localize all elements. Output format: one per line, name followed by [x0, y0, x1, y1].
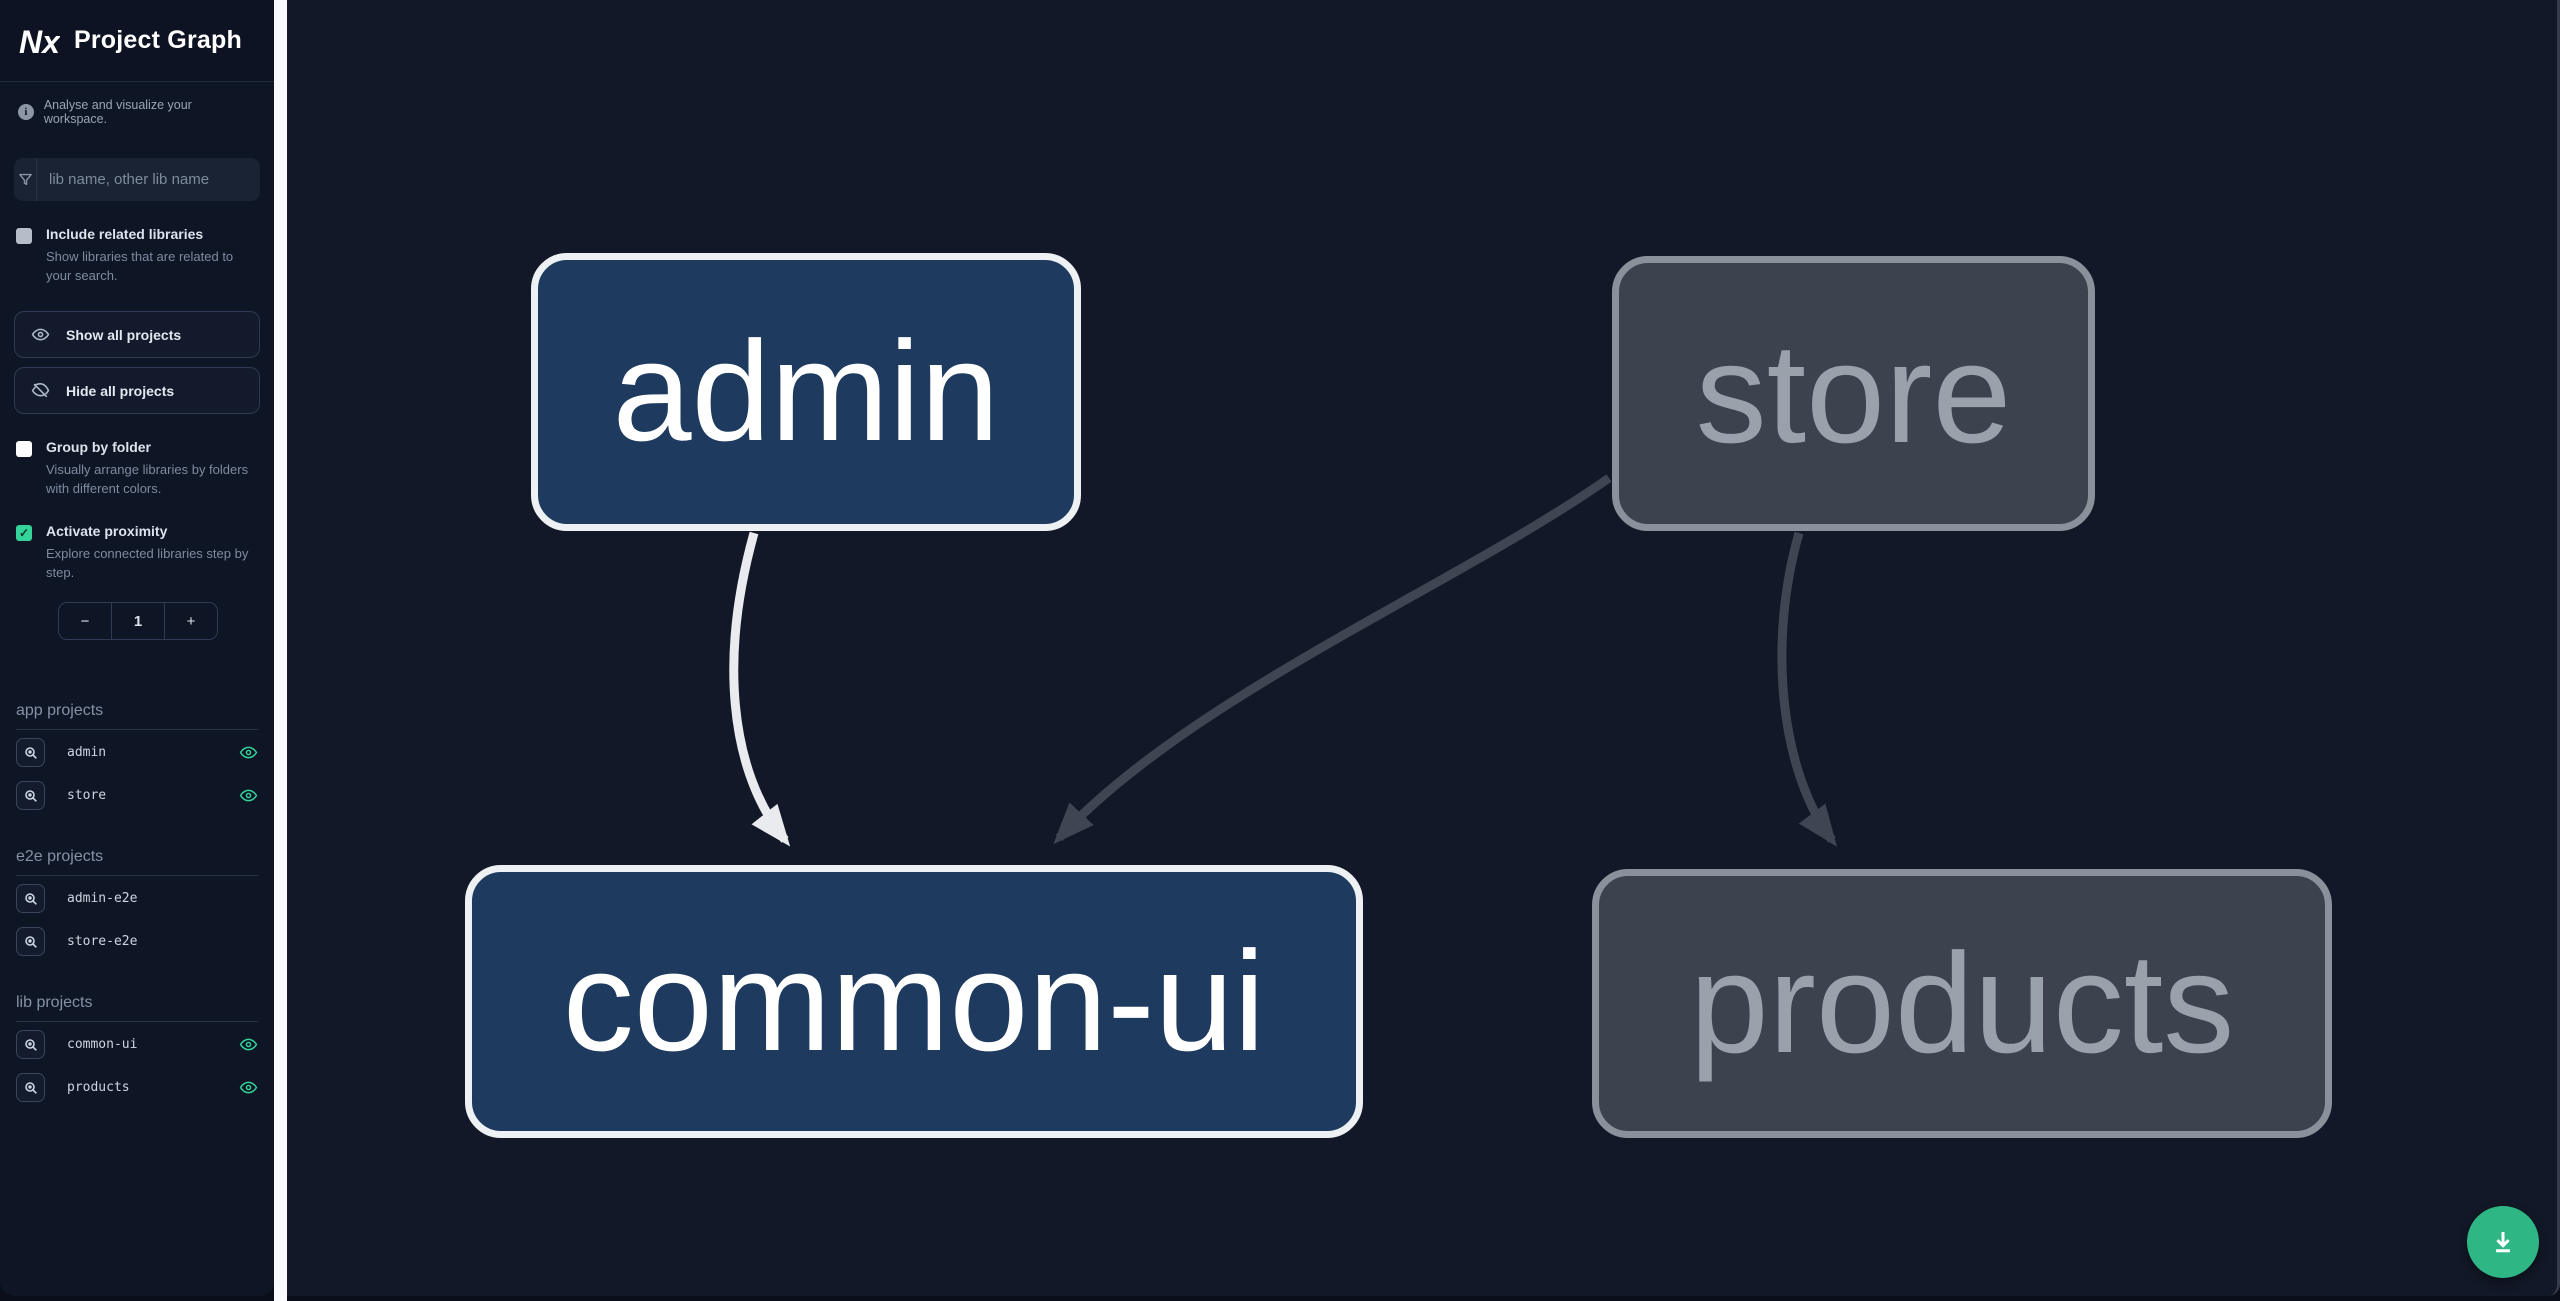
option-activate-proximity[interactable]: ✓ Activate proximity Explore connected l… — [0, 522, 274, 582]
checkbox-group-by-folder[interactable] — [16, 441, 32, 457]
option-description: Show libraries that are related to your … — [46, 249, 234, 283]
focus-project-button[interactable] — [16, 927, 45, 956]
graph-node-admin[interactable]: admin — [531, 253, 1081, 531]
checkbox-include-related[interactable] — [16, 228, 32, 244]
graph-node-store[interactable]: store — [1612, 256, 2095, 531]
project-row-store-e2e: store-e2e — [0, 921, 274, 962]
graph-node-common-ui[interactable]: common-ui — [465, 865, 1363, 1138]
node-label: admin — [612, 312, 1000, 471]
section-e2e-projects: e2e projects admin-e2e store-e2e — [0, 848, 274, 962]
project-row-admin: admin — [0, 732, 274, 773]
toggle-visibility-eye-icon[interactable] — [239, 1035, 258, 1054]
project-name: store — [67, 788, 107, 803]
svg-text:Nx: Nx — [19, 24, 60, 60]
dependency-edges — [729, 474, 1837, 847]
focus-project-button[interactable] — [16, 884, 45, 913]
option-description: Explore connected libraries step by step… — [46, 546, 249, 580]
project-row-admin-e2e: admin-e2e — [0, 878, 274, 919]
node-label: common-ui — [562, 921, 1266, 1081]
graph-canvas[interactable]: admin store common-ui products — [287, 0, 2560, 1296]
nx-logo: Nx — [19, 24, 60, 60]
option-include-related[interactable]: Include related libraries Show libraries… — [0, 225, 274, 285]
filter-funnel-icon — [14, 158, 37, 201]
eye-off-icon — [31, 382, 50, 398]
option-label: Activate proximity — [46, 523, 168, 539]
proximity-stepper: − 1 + — [58, 602, 218, 640]
project-name: products — [67, 1080, 130, 1095]
section-title: lib projects — [16, 994, 258, 1022]
project-name: store-e2e — [67, 934, 138, 949]
toggle-visibility-eye-icon[interactable] — [239, 1078, 258, 1097]
download-graph-button[interactable] — [2467, 1206, 2539, 1278]
sidebar: Nx Project Graph i Analyse and visualize… — [0, 0, 274, 1296]
section-lib-projects: lib projects common-ui — [0, 994, 274, 1108]
project-row-products: products — [0, 1067, 274, 1108]
workspace-subtitle-row: i Analyse and visualize your workspace. — [0, 82, 274, 132]
proximity-increment-button[interactable]: + — [186, 612, 196, 630]
hide-all-label: Hide all projects — [66, 382, 175, 399]
project-row-store: store — [0, 775, 274, 816]
section-title: e2e projects — [16, 848, 258, 876]
toggle-visibility-eye-icon[interactable] — [239, 743, 258, 762]
edge-store-common-ui[interactable] — [1053, 474, 1612, 845]
project-filter — [14, 158, 260, 201]
project-name: admin — [67, 745, 107, 760]
section-app-projects: app projects admin — [0, 702, 274, 816]
option-group-by-folder[interactable]: Group by folder Visually arrange librari… — [0, 438, 274, 498]
focus-project-button[interactable] — [16, 781, 45, 810]
edge-store-products[interactable] — [1777, 531, 1837, 847]
sidebar-canvas-divider[interactable] — [274, 0, 287, 1301]
node-label: store — [1695, 313, 2012, 473]
project-name: common-ui — [67, 1037, 138, 1052]
option-label: Include related libraries — [46, 226, 204, 242]
workspace-subtitle: Analyse and visualize your workspace. — [43, 98, 192, 126]
node-label: products — [1689, 923, 2235, 1083]
proximity-decrement-button[interactable]: − — [80, 612, 90, 630]
edge-admin-common-ui[interactable] — [729, 531, 791, 847]
sidebar-header: Nx Project Graph — [0, 0, 274, 82]
option-label: Group by folder — [46, 439, 151, 455]
focus-project-button[interactable] — [16, 1073, 45, 1102]
toggle-visibility-eye-icon[interactable] — [239, 786, 258, 805]
info-icon: i — [18, 104, 34, 120]
project-row-common-ui: common-ui — [0, 1024, 274, 1065]
checkbox-activate-proximity[interactable]: ✓ — [16, 525, 32, 541]
download-icon — [2496, 1232, 2510, 1253]
show-all-label: Show all projects — [66, 326, 182, 343]
focus-project-button[interactable] — [16, 738, 45, 767]
proximity-value: 1 — [111, 603, 165, 639]
option-description: Visually arrange libraries by folders wi… — [46, 462, 249, 496]
graph-node-products[interactable]: products — [1592, 869, 2332, 1138]
section-title: app projects — [16, 702, 258, 730]
project-name: admin-e2e — [67, 891, 138, 906]
app-title: Project Graph — [74, 26, 242, 54]
hide-all-projects-button[interactable]: Hide all projects — [14, 367, 260, 414]
eye-icon — [31, 328, 50, 341]
show-all-projects-button[interactable]: Show all projects — [14, 311, 260, 358]
search-input[interactable] — [37, 158, 260, 201]
focus-project-button[interactable] — [16, 1030, 45, 1059]
